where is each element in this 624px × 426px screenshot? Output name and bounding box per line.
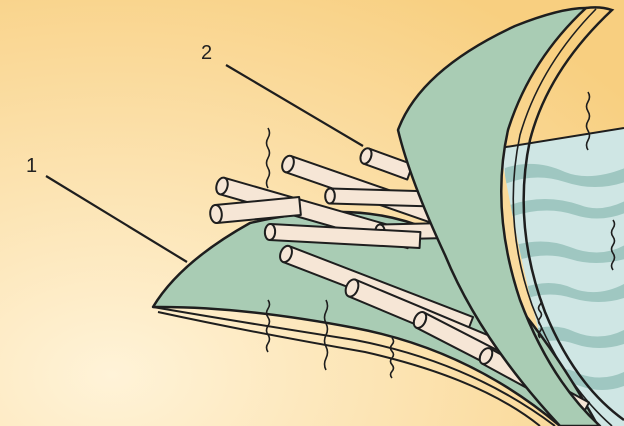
callout-label-2: 2 — [201, 43, 212, 63]
callout-label-1: 1 — [26, 156, 37, 176]
